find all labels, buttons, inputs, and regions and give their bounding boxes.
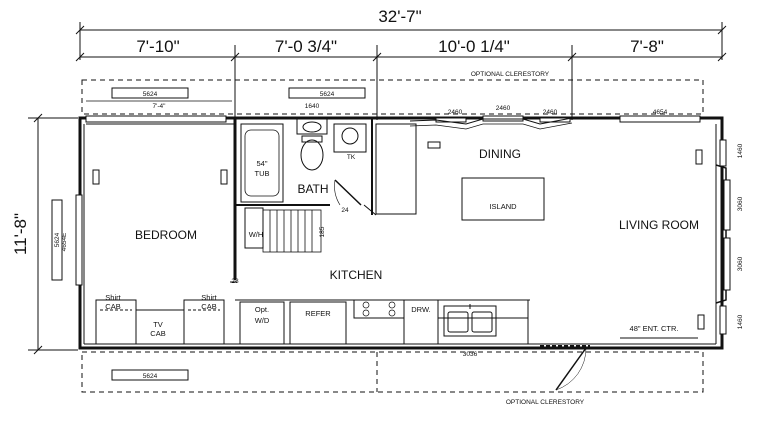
window-right-4: 1460 xyxy=(737,314,744,329)
dining-outlet xyxy=(427,141,441,149)
opt-wd-2: W/D xyxy=(255,316,270,325)
clerestory-window-left xyxy=(51,199,63,281)
top-dimensions xyxy=(75,22,727,120)
tub-size: 54" xyxy=(256,159,267,168)
segment-4-label: 7'-8" xyxy=(630,37,664,56)
room-kitchen: KITCHEN xyxy=(330,268,383,282)
shirt-cab-right-1: Shirt xyxy=(201,293,217,302)
cooktop xyxy=(362,301,396,317)
segment-1-label: 7'-10" xyxy=(136,37,179,56)
toilet xyxy=(300,139,324,171)
toilet-tank xyxy=(301,135,323,143)
door-28-label: 28 xyxy=(231,278,239,285)
kitchen-island xyxy=(461,177,545,221)
tv-cab-2: CAB xyxy=(150,329,165,338)
tv-cab-1: TV xyxy=(153,320,163,329)
window-dining-2: 2460 xyxy=(496,105,511,112)
bedroom-casework xyxy=(95,299,225,345)
drawer-label: DRW. xyxy=(411,305,430,314)
clerestory-outline xyxy=(81,79,704,393)
shirt-cab-right-2: CAB xyxy=(201,302,216,311)
bath-vanity xyxy=(296,117,328,135)
island-label: ISLAND xyxy=(489,202,517,211)
kitchen-sink xyxy=(443,304,497,337)
shirt-cab-left-2: CAB xyxy=(105,302,120,311)
interior-walls xyxy=(233,118,417,280)
window-right-3: 3060 xyxy=(737,256,744,271)
refrigerator-label: REFER xyxy=(305,309,331,318)
shirt-cab-left-1: Shirt xyxy=(105,293,121,302)
clerestory-window-bottom xyxy=(111,369,189,381)
window-label-top-bath: 5624 xyxy=(320,91,335,98)
window-dim-bath: 1640 xyxy=(305,103,320,110)
clerestory-top-label: OPTIONAL CLERESTORY xyxy=(471,71,550,78)
window-dining-3: 2460 xyxy=(543,109,558,116)
kitchen-casework xyxy=(235,299,530,345)
room-living: LIVING ROOM xyxy=(619,218,699,232)
wh-label: W/H xyxy=(249,230,264,239)
segment-2-label: 7'-0 3/4" xyxy=(275,37,337,56)
opt-wd-1: Opt. xyxy=(255,305,269,314)
stair-label: 185 xyxy=(319,226,326,237)
washer-dryer-closet xyxy=(244,207,264,249)
left-dimension xyxy=(28,113,78,355)
overall-width-label: 32'-7" xyxy=(378,7,421,26)
clerestory-bottom-label: OPTIONAL CLERESTORY xyxy=(506,399,585,406)
window-living-top: 4654 xyxy=(653,109,668,116)
room-dining: DINING xyxy=(479,147,521,161)
window-label-top-left: 5624 xyxy=(143,91,158,98)
tub-label: TUB xyxy=(255,169,270,178)
room-bedroom: BEDROOM xyxy=(135,228,197,242)
window-dining-1: 2460 xyxy=(448,109,463,116)
stairs xyxy=(262,209,322,253)
tank-label: TK xyxy=(347,154,356,161)
clerestory-window-top-left xyxy=(111,87,189,99)
light-switch-bedroom-left xyxy=(92,169,100,185)
light-switch-bedroom-right xyxy=(220,169,228,185)
sink-window-label: 3036 xyxy=(463,351,478,358)
overall-depth-label: 11'-8" xyxy=(11,213,30,255)
light-switch-living-bottom xyxy=(697,314,705,330)
door-24-label: 24 xyxy=(341,207,349,214)
light-switch-living-top xyxy=(695,149,703,165)
entry-door xyxy=(540,345,590,391)
water-heater-box xyxy=(333,123,367,153)
bath-door xyxy=(334,179,362,206)
window-dim-top-left: 7'-4" xyxy=(153,103,167,110)
window-left-side: 4654E xyxy=(61,232,68,251)
window-right-2: 3060 xyxy=(737,196,744,211)
segment-3-label: 10'-0 1/4" xyxy=(438,37,510,56)
clerestory-window-top-bath xyxy=(288,87,366,99)
window-label-left-box: 5624 xyxy=(54,232,61,247)
window-right-1: 1460 xyxy=(737,143,744,158)
room-bath: BATH xyxy=(297,182,328,196)
window-label-bottom: 5624 xyxy=(143,373,158,380)
entertainment-center-label: 48" ENT. CTR. xyxy=(630,324,679,333)
bathtub xyxy=(240,123,284,203)
